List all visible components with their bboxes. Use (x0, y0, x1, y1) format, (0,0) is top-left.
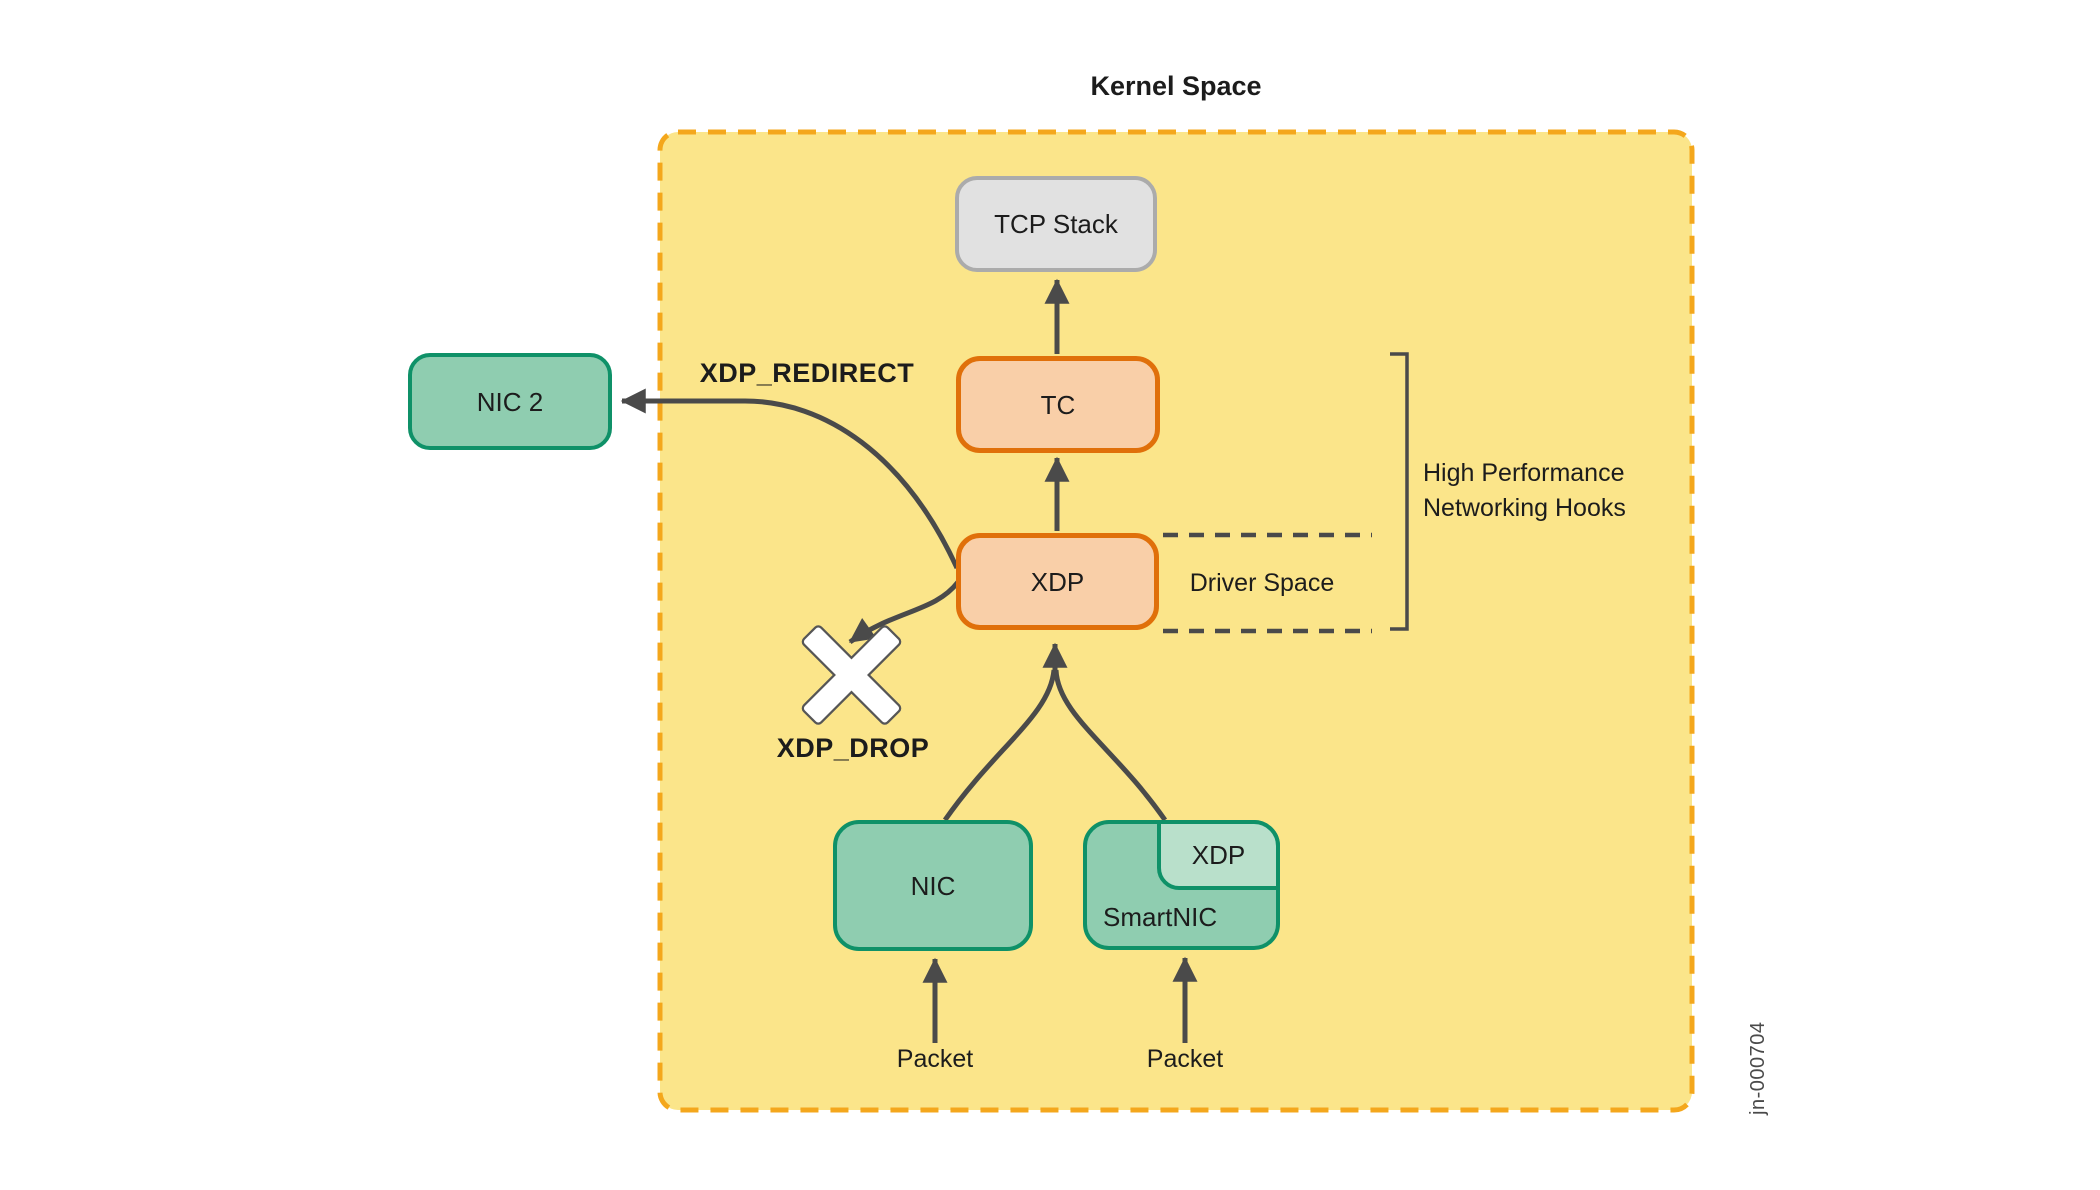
hooks-label-line1: High Performance (1423, 459, 1625, 487)
smartnic-label: SmartNIC (1103, 902, 1218, 932)
driver-space-label: Driver Space (1189, 569, 1335, 597)
figure-id: jn-000704 (1747, 1021, 1769, 1115)
kernel-space-title: Kernel Space (1090, 71, 1262, 101)
tcp-stack-box: TCP Stack (955, 176, 1157, 272)
hooks-label: High Performance Networking Hooks (1423, 456, 1626, 526)
xdp-redirect-arrow (620, 388, 960, 570)
nic-box: NIC (833, 820, 1033, 951)
xdp-label: XDP (1030, 566, 1085, 597)
packet-label-smartnic: Packet (1146, 1045, 1224, 1073)
nic-to-xdp-curve (942, 669, 1057, 822)
xdp-drop-arrow (848, 580, 960, 645)
smartnic-xdp-label: XDP (1191, 840, 1246, 870)
xdp-redirect-label: XDP_REDIRECT (699, 358, 915, 388)
nic2-box: NIC 2 (408, 353, 612, 450)
hooks-bracket (1390, 352, 1409, 631)
kernel-space-region (657, 129, 1695, 1113)
packet-label-nic: Packet (896, 1045, 974, 1073)
nic2-label: NIC 2 (476, 386, 544, 417)
hooks-label-line2: Networking Hooks (1423, 494, 1626, 522)
xdp-drop-label: XDP_DROP (776, 733, 930, 763)
smartnic-box: SmartNIC XDP (1083, 820, 1280, 950)
smartnic-xdp-box: XDP (1157, 820, 1280, 890)
nic-label: NIC (910, 870, 956, 901)
tc-box: TC (956, 356, 1160, 453)
smartnic-to-xdp-curve (1053, 669, 1168, 822)
tcp-stack-label: TCP Stack (994, 209, 1118, 239)
xdp-box: XDP (956, 533, 1159, 630)
x-cross-icon (801, 625, 902, 725)
tc-label: TC (1040, 389, 1076, 420)
